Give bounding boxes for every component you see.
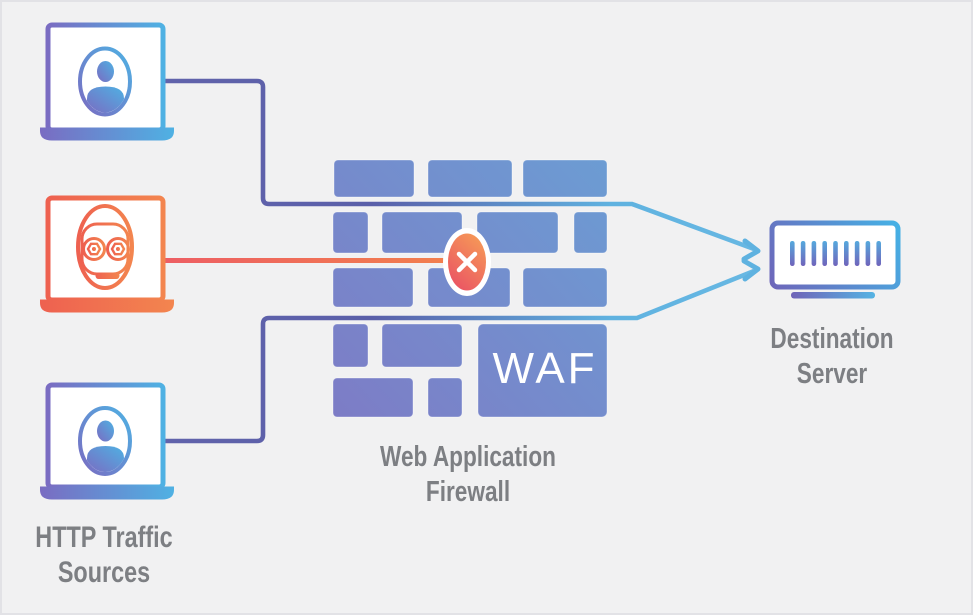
source-laptop-top [40,22,174,141]
wall-brick [522,159,608,198]
traffic-line-top [163,78,755,252]
sources-label: HTTP Traffic Sources [21,520,186,590]
server-slots [790,241,881,266]
user-icon [78,406,132,476]
server-stand [791,292,875,299]
wall-brick [476,211,559,254]
firewall-label-line1: Web Application [380,441,556,473]
source-laptop-bottom [40,382,174,500]
server-icon [769,220,901,299]
sources-label-line1: HTTP Traffic [35,521,173,554]
waf-label: WAF [492,344,597,393]
server-label: Destination Server [750,322,914,392]
laptop-base [40,299,174,313]
wall-brick [427,377,463,418]
laptop-base [40,486,174,500]
server-label-line1: Destination [770,323,894,355]
wall-brick [427,159,513,198]
source-laptop-bot [40,195,174,313]
wall-brick-waf [477,323,608,418]
firewall-label-line2: Firewall [425,476,511,508]
wall-brick [332,267,414,308]
wall-brick [332,377,414,418]
wall-brick [381,323,463,368]
wall-brick [332,323,369,368]
wall-brick [522,267,608,308]
wall-brick [573,211,608,254]
traffic-line-bottom [163,268,755,444]
user-icon [78,46,132,117]
sources-label-line2: Sources [57,556,151,589]
wall-brick [332,211,369,254]
firewall-label: Web Application Firewall [367,440,570,510]
laptop-base [40,127,174,141]
server-label-line2: Server [796,358,868,390]
arrowhead-icon [741,238,761,262]
wall-brick [333,159,415,198]
arrowhead-icon [741,258,761,282]
bot-icon [76,204,134,290]
blocked-x-icon [443,228,491,296]
